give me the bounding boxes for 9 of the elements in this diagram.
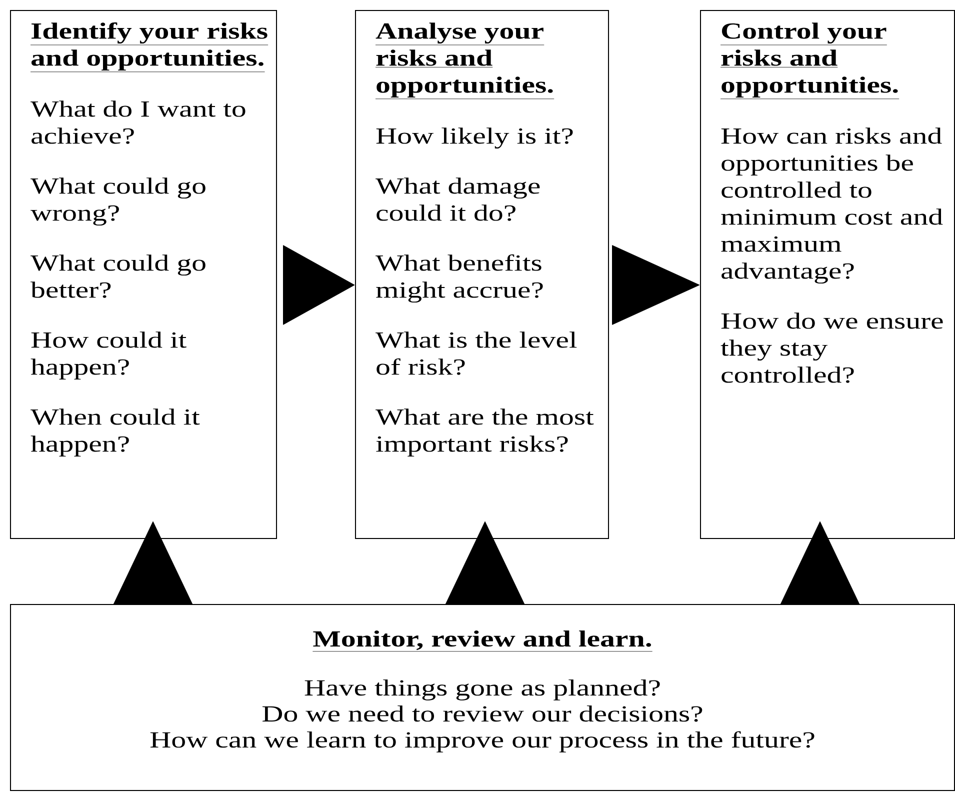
review-box: Monitor, review and learn. Have things gone as planned? Do we need to review our decisions? How can we learn to improve our process in the future? <box>10 604 955 791</box>
arrow <box>612 245 700 325</box>
arrow <box>282 245 355 325</box>
arrow <box>780 521 860 606</box>
process-box: Analyse your risks and opportunities. How likely is it? What damage could it do? What benefits might accrue? What is the level of risk? What are the most important risks? <box>355 10 609 539</box>
process-box: Control your risks and opportunities. How can risks and opportunities be controlled to minimum cost and maximum advantage? How do we ensure they stay controlled? <box>700 10 955 539</box>
arrow <box>445 521 525 606</box>
arrow <box>113 521 193 606</box>
process-box: Identify your risks and opportunities. What do I want to achieve? What could go wrong? What could go better? How could it happen? When could it happen? <box>10 10 277 539</box>
